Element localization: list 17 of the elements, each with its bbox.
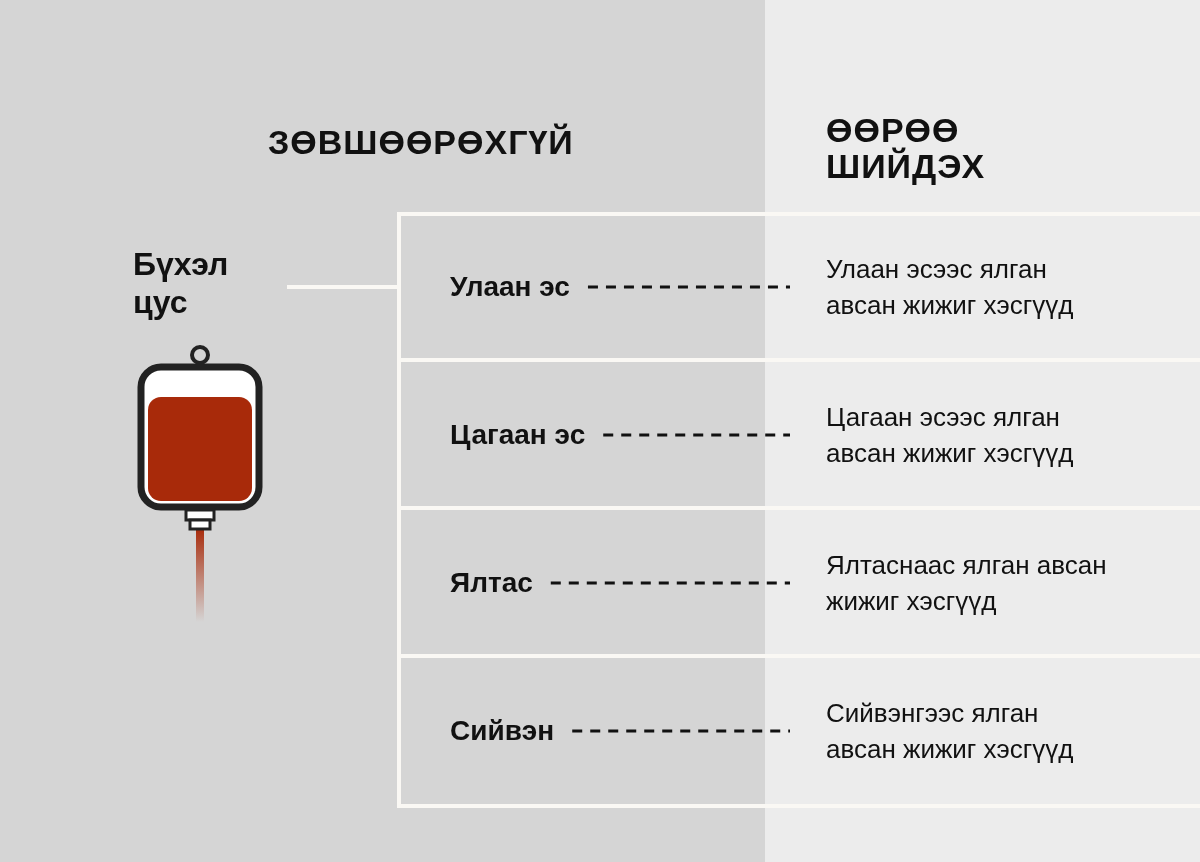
table-frame <box>397 212 1200 808</box>
dashed-connector <box>587 285 790 289</box>
component-label: Улаан эс <box>450 252 645 322</box>
product-description: Ялтаснаас ялган авсан жижиг хэсгүүд <box>790 543 1108 623</box>
product-description: Цагаан эсээс ялган авсан жижиг хэсгүүд <box>790 395 1108 475</box>
connector-line <box>287 285 397 289</box>
column-heading: ЗӨВШӨӨРӨХГҮЙ <box>268 124 575 160</box>
component-label: Ялтас <box>450 548 645 618</box>
dashed-connector <box>550 581 790 585</box>
dashed-connector <box>572 729 790 733</box>
product-description: Сийвэнгээс ялган авсан жижиг хэсгүүд <box>790 691 1108 771</box>
component-label: Цагаан эс <box>450 400 665 470</box>
dashed-connector <box>603 433 790 437</box>
whole-blood-label: Бүхэл цус <box>133 245 287 327</box>
component-label: Сийвэн <box>450 696 645 766</box>
column-heading: ӨӨРӨӨ ШИЙДЭХ <box>826 112 987 184</box>
product-description: Улаан эсээс ялган авсан жижиг хэсгүүд <box>790 247 1108 327</box>
